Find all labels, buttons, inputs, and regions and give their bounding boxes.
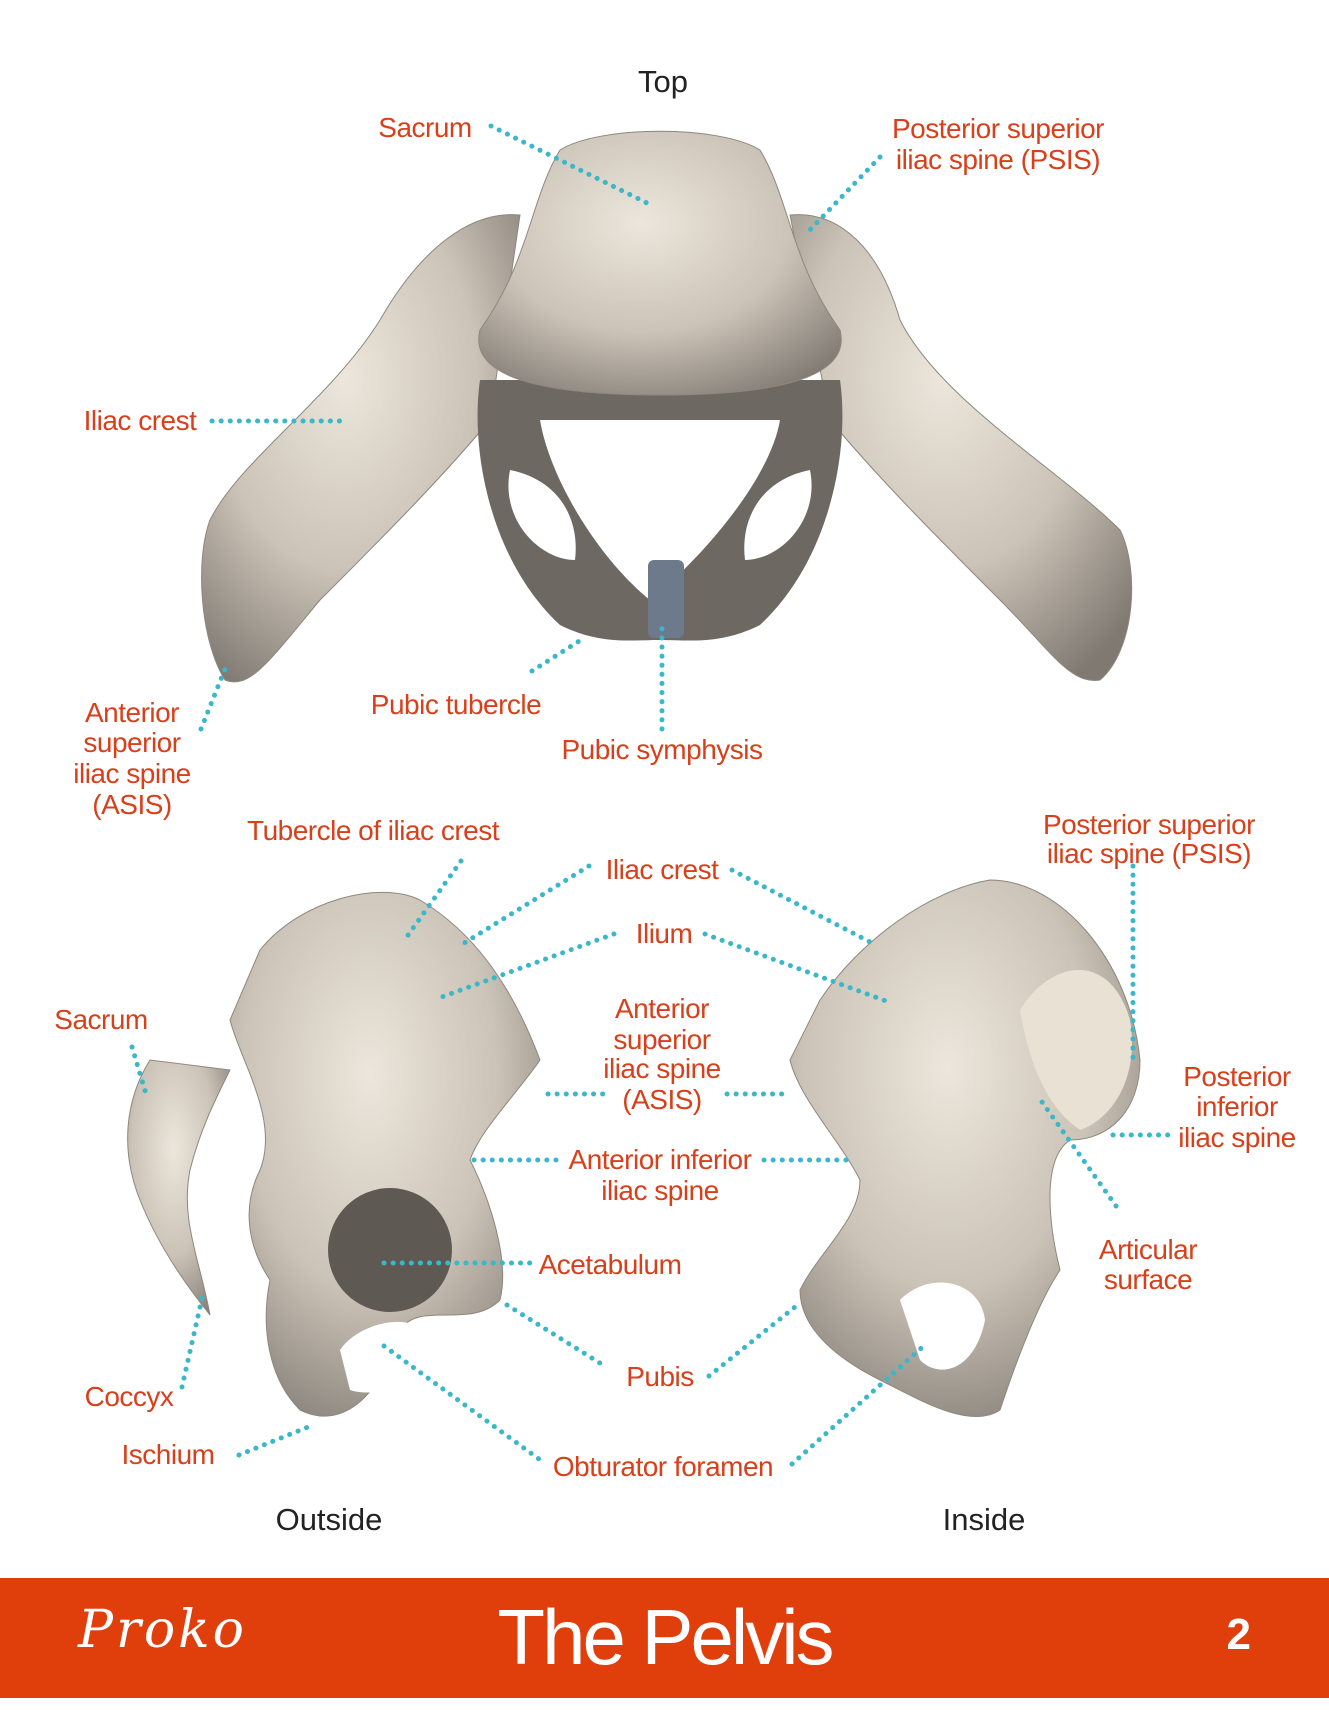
label-sacrum-top: Sacrum xyxy=(378,112,471,143)
label-acetabulum: Acetabulum xyxy=(539,1249,682,1280)
page-number: 2 xyxy=(1226,1610,1251,1659)
label-piis-3: iliac spine xyxy=(1178,1122,1295,1153)
label-asis-side-4: (ASIS) xyxy=(622,1084,701,1115)
label-psis-top-1: Posterior superior xyxy=(892,113,1104,144)
pelvis-inside-view xyxy=(789,879,1141,1418)
label-pubic-tubercle: Pubic tubercle xyxy=(371,689,541,720)
label-iliac-crest-side: Iliac crest xyxy=(606,854,719,885)
leader-lines xyxy=(129,123,1171,1467)
pelvis-top-view xyxy=(201,130,1133,683)
obturator-foramen-outside xyxy=(340,1321,430,1393)
label-coccyx: Coccyx xyxy=(85,1381,174,1412)
obturator-left-top xyxy=(508,470,576,560)
label-asis-side-3: iliac spine xyxy=(603,1053,720,1084)
label-asis-top-1: Anterior xyxy=(85,697,179,728)
label-piis-2: inferior xyxy=(1196,1091,1278,1122)
label-tubercle-iliac-crest: Tubercle of iliac crest xyxy=(247,815,500,846)
label-iliac-crest-top: Iliac crest xyxy=(84,405,197,436)
label-aiis-1: Anterior inferior xyxy=(569,1144,752,1175)
ilium-right-top xyxy=(789,214,1133,681)
label-aiis-2: iliac spine xyxy=(601,1175,718,1206)
obturator-right-top xyxy=(744,470,812,560)
pelvis-outside-view xyxy=(127,891,541,1417)
label-ischium: Ischium xyxy=(122,1439,215,1470)
view-title-top: Top xyxy=(638,64,688,99)
view-title-inside: Inside xyxy=(943,1502,1026,1537)
pelvis-diagram: Top Outside Inside Sacrum Posterior supe… xyxy=(54,64,1296,1537)
label-psis-top-2: iliac spine (PSIS) xyxy=(896,144,1100,175)
label-asis-side-2: superior xyxy=(613,1024,710,1055)
label-obturator-foramen: Obturator foramen xyxy=(553,1451,773,1482)
label-pubic-symphysis: Pubic symphysis xyxy=(561,734,762,765)
acetabulum-socket xyxy=(328,1188,452,1312)
label-asis-side-1: Anterior xyxy=(615,993,709,1024)
pubic-symphysis-disc xyxy=(648,560,684,638)
label-articular-surface-2: surface xyxy=(1104,1264,1192,1295)
pelvic-inlet xyxy=(540,420,780,600)
sacrum-top xyxy=(478,130,842,396)
articular-surface-region xyxy=(1020,970,1132,1130)
label-ilium: Ilium xyxy=(636,918,693,949)
label-pubis: Pubis xyxy=(626,1361,694,1392)
label-asis-top-2: superior xyxy=(83,727,180,758)
proko-logo: Proko xyxy=(78,1600,247,1660)
label-asis-top-4: (ASIS) xyxy=(92,789,171,820)
sacrum-coccyx-side xyxy=(127,1059,231,1316)
label-psis-side-2: iliac spine (PSIS) xyxy=(1047,838,1251,869)
ilium-left-top xyxy=(201,214,521,683)
footer-bar: Proko The Pelvis 2 xyxy=(0,1578,1329,1698)
page-title: The Pelvis xyxy=(497,1593,834,1681)
label-articular-surface-1: Articular xyxy=(1099,1234,1197,1265)
view-title-outside: Outside xyxy=(276,1502,383,1537)
label-piis-1: Posterior xyxy=(1183,1061,1291,1092)
hip-bone-outside xyxy=(229,891,541,1417)
label-psis-side-1: Posterior superior xyxy=(1043,809,1255,840)
label-asis-top-3: iliac spine xyxy=(73,758,190,789)
label-sacrum-side: Sacrum xyxy=(54,1004,147,1035)
